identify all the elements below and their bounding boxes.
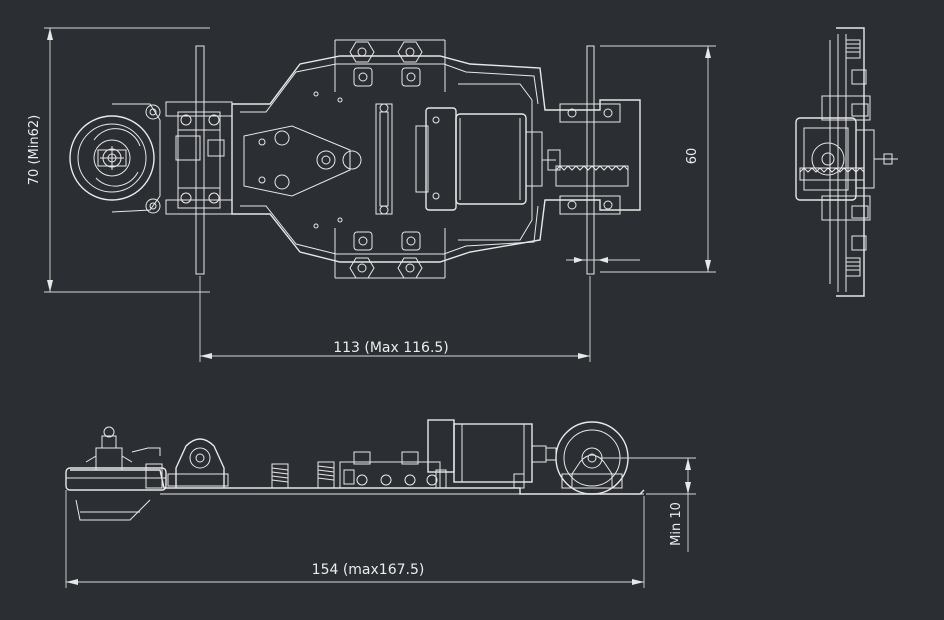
front-axle xyxy=(165,45,233,275)
dimension-track: 60 xyxy=(566,45,716,273)
side-view: Min 10 154 (max167.5) xyxy=(65,419,696,588)
dimension-wheelbase: 113 (Max 116.5) xyxy=(199,276,591,362)
top-view: 70 (Min62) 60 113 (Max 116.5) xyxy=(27,27,716,362)
front-view xyxy=(795,27,898,297)
clearance-dimension-label: Min 10 xyxy=(669,502,684,546)
springs xyxy=(271,461,335,489)
motor-side xyxy=(427,419,557,489)
dimension-width: 70 (Min62) xyxy=(27,27,210,293)
dimension-length: 154 (max167.5) xyxy=(65,490,645,588)
guide-assembly xyxy=(65,426,167,521)
rear-axle xyxy=(547,45,629,275)
chassis-plate xyxy=(231,39,641,279)
dimension-clearance: Min 10 xyxy=(600,457,696,552)
width-dimension-label: 70 (Min62) xyxy=(27,115,42,185)
length-dimension-label: 154 (max167.5) xyxy=(312,562,425,578)
wheelbase-dimension-label: 113 (Max 116.5) xyxy=(333,340,449,356)
front-axle-mount xyxy=(167,438,229,488)
motor xyxy=(415,83,556,241)
track-dimension-label: 60 xyxy=(685,148,700,165)
guide-wheel xyxy=(69,103,161,214)
center-mounts xyxy=(339,451,441,489)
